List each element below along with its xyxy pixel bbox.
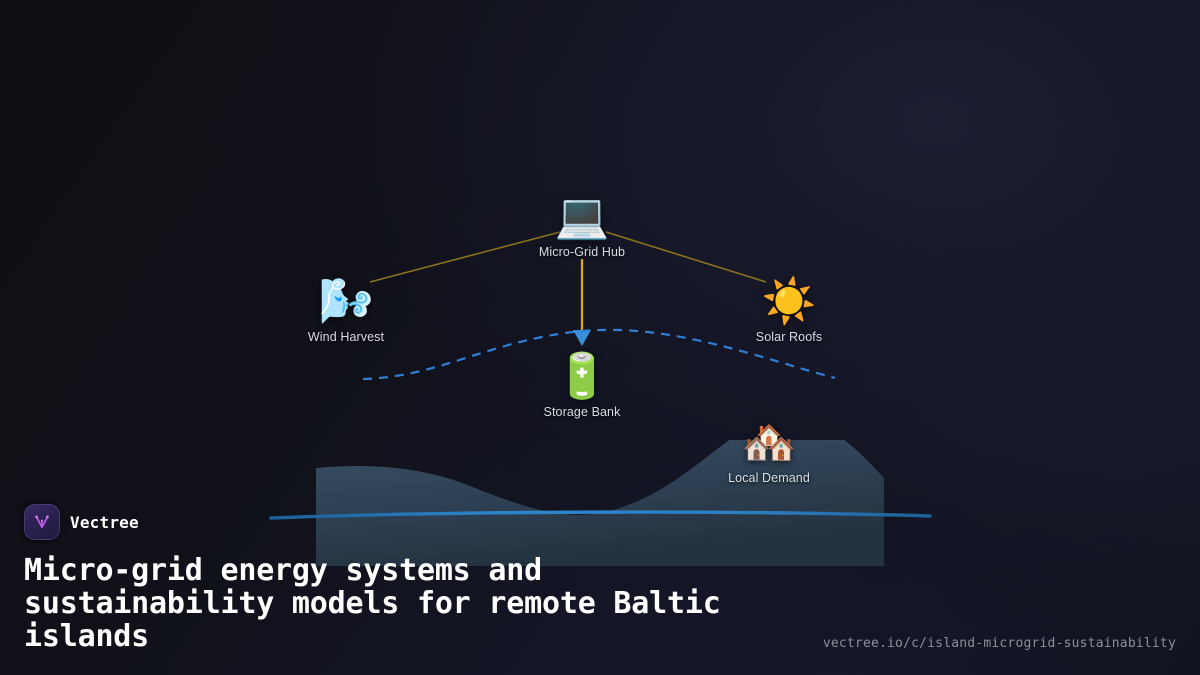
laptop-icon: 💻 [554, 192, 610, 241]
diagram-node-label: Local Demand [728, 471, 810, 485]
battery-icon: 🔋 [554, 352, 610, 401]
wind-icon: 🌬️ [318, 277, 374, 326]
brand-name: Vectree [70, 512, 139, 532]
sun-icon: ☀️ [761, 277, 817, 326]
flow-arrowhead-icon [573, 330, 591, 346]
card-footer: Vectree Micro-grid energy systems and su… [24, 504, 1176, 653]
diagram-node-label: Solar Roofs [755, 330, 823, 344]
houses-icon: 🏘️ [741, 418, 797, 467]
diagram-node-storage[interactable]: 🔋 Storage Bank [507, 351, 657, 419]
diagram-node-label: Wind Harvest [307, 330, 385, 344]
page-title: Micro-grid energy systems and sustainabi… [24, 553, 721, 654]
diagram-node-solar[interactable]: ☀️ Solar Roofs [714, 276, 864, 344]
source-url: vectree.io/c/island-microgrid-sustainabi… [822, 636, 1176, 651]
vectree-v-logo-icon [24, 504, 60, 540]
diagram-node-label: Storage Bank [543, 405, 621, 419]
diagram-node-demand[interactable]: 🏘️ Local Demand [694, 417, 844, 485]
diagram-node-hub[interactable]: 💻 Micro-Grid Hub [507, 191, 657, 259]
diagram-node-label: Micro-Grid Hub [538, 245, 626, 259]
brand[interactable]: Vectree [24, 504, 1176, 540]
diagram-node-wind[interactable]: 🌬️ Wind Harvest [271, 276, 421, 344]
